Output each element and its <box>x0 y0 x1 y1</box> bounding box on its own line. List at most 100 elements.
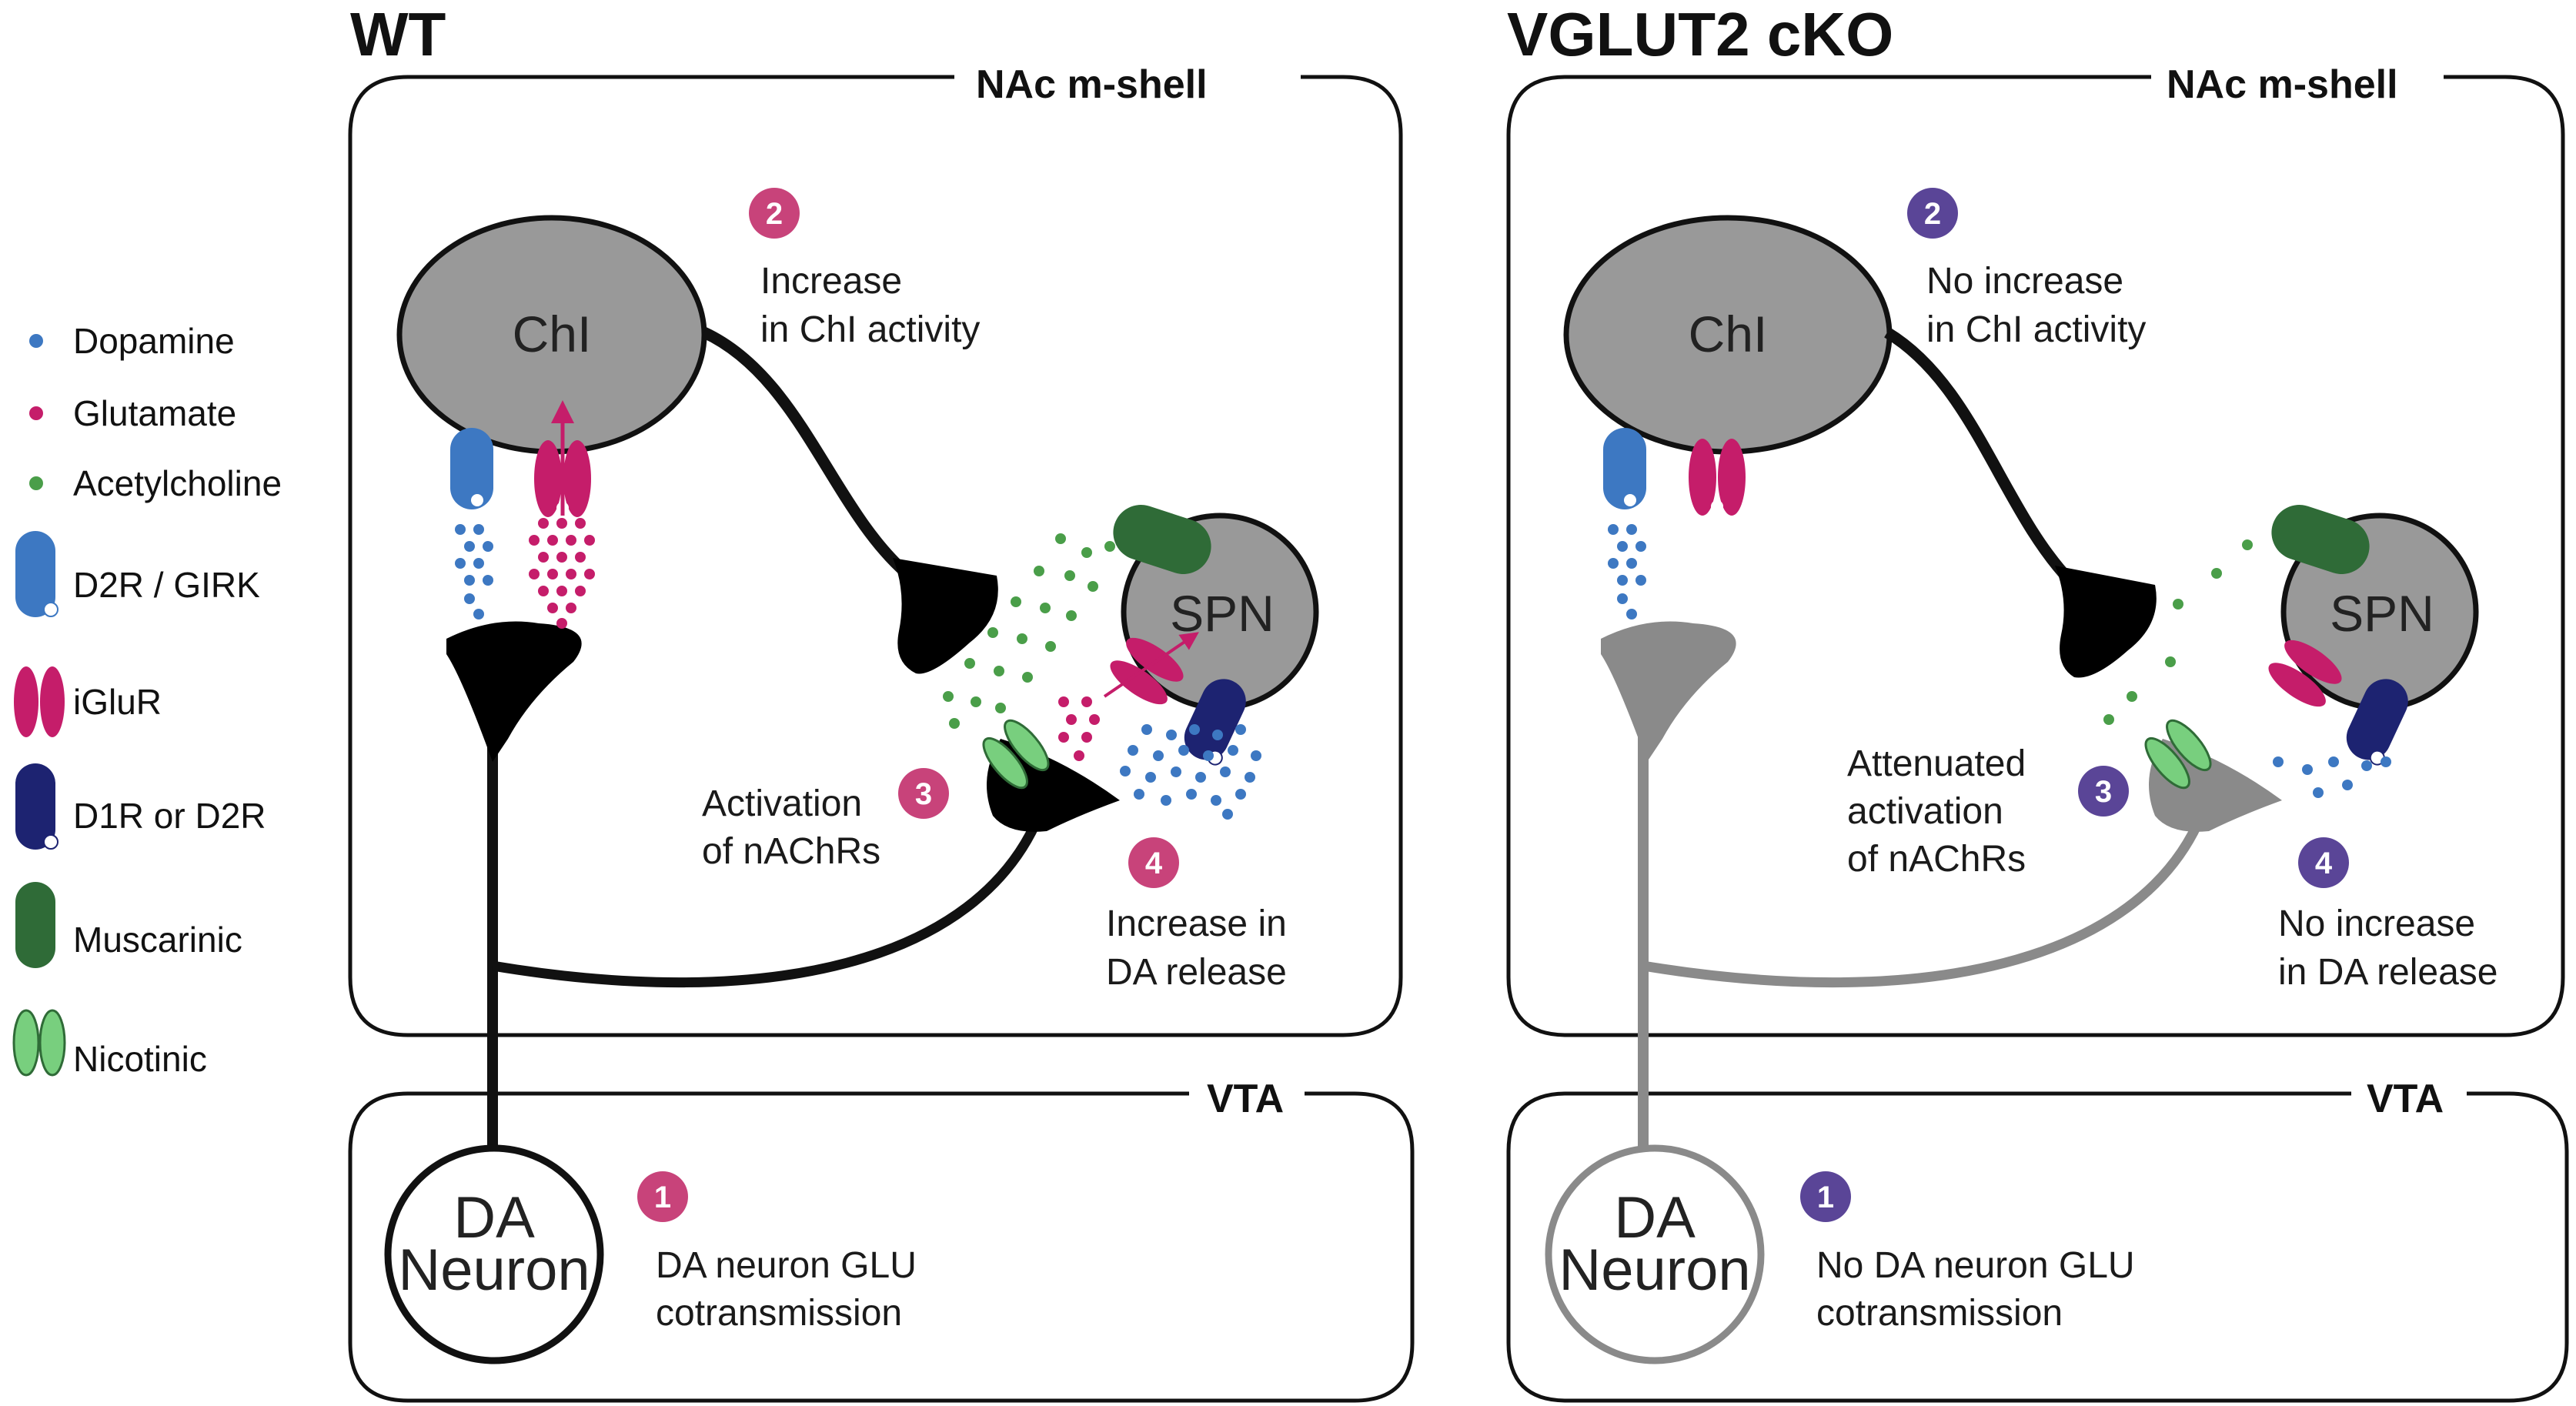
glutamate-dot <box>547 535 558 546</box>
d2r-girk-receptor-icon <box>15 531 58 617</box>
wt-step-2-line1: Increase <box>760 261 902 302</box>
cko-nicotinic-receptor <box>2144 719 2212 790</box>
dopamine-dot <box>464 541 475 552</box>
wt-step-3-badge <box>898 768 949 819</box>
dopamine-dot <box>1626 558 1637 569</box>
wt-step-1-badge <box>637 1171 688 1222</box>
wt-step-2: 2 Increase in ChI activity <box>749 188 980 350</box>
cko-step-1-line2: cotransmission <box>1816 1293 2063 1334</box>
dopamine-dot <box>1626 524 1637 535</box>
legend: Dopamine Glutamate Acetylcholine D2R / G… <box>12 321 282 1079</box>
wt-step-4: 4 Increase in DA release <box>1106 837 1287 993</box>
legend-glutamate: Glutamate <box>73 393 236 433</box>
dopamine-dot <box>473 524 484 535</box>
cko-step-2-badge <box>1907 188 1958 239</box>
cko-step-4: 4 No increase in DA release <box>2278 837 2498 993</box>
wt-chi-iglur-receptor <box>534 440 591 517</box>
wt-chi-terminal <box>893 558 998 674</box>
cko-step-4-line2: in DA release <box>2278 952 2498 993</box>
wt-step-4-line1: Increase in <box>1106 903 1287 944</box>
acetylcholine-dot <box>2103 714 2114 725</box>
cko-da-collateral <box>1642 813 2206 988</box>
legend-muscarinic: Muscarinic <box>73 920 242 960</box>
cko-nac-label: NAc m-shell <box>2167 62 2398 107</box>
glutamate-dot <box>575 552 586 563</box>
wt-step-1-line2: cotransmission <box>656 1293 902 1334</box>
glutamate-dot <box>538 586 549 596</box>
glutamate-dot <box>547 569 558 579</box>
dopamine-dot <box>2361 760 2372 771</box>
wt-da-terminal-chi <box>446 621 582 762</box>
wt-da-collateral <box>491 813 1044 988</box>
cko-chi-terminal <box>2055 566 2157 678</box>
wt-dopamine-dots-spn <box>1120 724 1261 820</box>
wt-step-2-badge <box>749 188 800 239</box>
wt-da-neuron-soma <box>384 1144 604 1364</box>
dopamine-dot <box>1153 750 1164 761</box>
glutamate-dot <box>529 569 540 579</box>
wt-step-3-line2: of nAChRs <box>702 831 880 872</box>
dopamine-dot <box>1617 593 1628 604</box>
acetylcholine-dot <box>1064 570 1075 581</box>
cko-panel-title: VGLUT2 cKO <box>1507 0 1893 68</box>
dopamine-dot <box>483 541 493 552</box>
cko-chi-iglur-receptor <box>1689 439 1746 516</box>
cko-step-4-badge <box>2298 837 2349 888</box>
acetylcholine-dot <box>949 718 960 729</box>
glutamate-dot <box>1058 696 1069 707</box>
cko-step-3-number: 3 <box>2095 775 2112 809</box>
wt-step-2-line2: in ChI activity <box>760 309 980 350</box>
acetylcholine-dot <box>1088 581 1098 592</box>
dopamine-dot <box>464 575 475 586</box>
dopamine-dot <box>1626 609 1637 620</box>
dopamine-dot <box>1195 772 1206 783</box>
cko-step-2-line2: in ChI activity <box>1926 309 2146 350</box>
dopamine-dot <box>1635 541 1646 552</box>
acetylcholine-dot <box>2127 691 2137 702</box>
wt-step-1-line1: DA neuron GLU <box>656 1245 917 1286</box>
dopamine-dot <box>455 524 466 535</box>
wt-step-4-badge <box>1128 837 1179 888</box>
glutamate-dot <box>556 618 567 629</box>
glutamate-dot <box>1058 732 1069 743</box>
acetylcholine-dot <box>1034 566 1044 576</box>
legend-acetylcholine: Acetylcholine <box>73 463 282 503</box>
glutamate-dot <box>1081 696 1092 707</box>
wt-step-3-number: 3 <box>915 777 932 811</box>
dopamine-dot <box>473 609 484 620</box>
legend-iglur: iGluR <box>73 682 162 722</box>
acetylcholine-dot <box>1011 596 1021 607</box>
cko-step-3-line2: activation <box>1847 791 2003 832</box>
cko-step-1-badge <box>1800 1171 1851 1222</box>
cko-step-1-line1: No DA neuron GLU <box>1816 1245 2135 1286</box>
cko-acetylcholine-dots <box>2103 539 2253 725</box>
dopamine-dot <box>1211 795 1221 806</box>
glutamate-dot <box>1074 750 1084 761</box>
acetylcholine-dot <box>1055 533 1066 544</box>
cko-step-3: 3 Attenuated activation of nAChRs <box>1847 743 2129 880</box>
cko-step-4-number: 4 <box>2315 847 2333 880</box>
acetylcholine-dot <box>1045 641 1056 652</box>
muscarinic-receptor-icon <box>15 882 55 968</box>
acetylcholine-dot <box>1040 603 1051 613</box>
cko-step-1-number: 1 <box>1817 1181 1834 1214</box>
dopamine-dot <box>1235 789 1246 800</box>
dopamine-dot <box>2273 756 2284 767</box>
glutamate-dot <box>1089 714 1100 725</box>
cko-step-1: 1 No DA neuron GLU cotransmission <box>1800 1171 2135 1334</box>
nicotinic-receptor-icon <box>12 1009 66 1077</box>
acetylcholine-dot <box>1081 547 1092 558</box>
dopamine-dot <box>1189 724 1200 735</box>
dopamine-dot <box>1171 766 1181 777</box>
wt-step-4-number: 4 <box>1145 847 1163 880</box>
wt-panel-title: WT <box>350 0 446 68</box>
dopamine-dot <box>2328 756 2339 767</box>
acetylcholine-dot <box>971 696 981 707</box>
dopamine-dot <box>1186 789 1197 800</box>
cko-da-terminal-chi <box>1601 621 1736 762</box>
dopamine-dot <box>1134 789 1144 800</box>
cko-step-3-line3: of nAChRs <box>1847 839 2026 880</box>
glutamate-dot <box>1066 714 1077 725</box>
wt-acetylcholine-dots <box>943 533 1115 729</box>
wt-chi-label: ChI <box>513 306 592 362</box>
